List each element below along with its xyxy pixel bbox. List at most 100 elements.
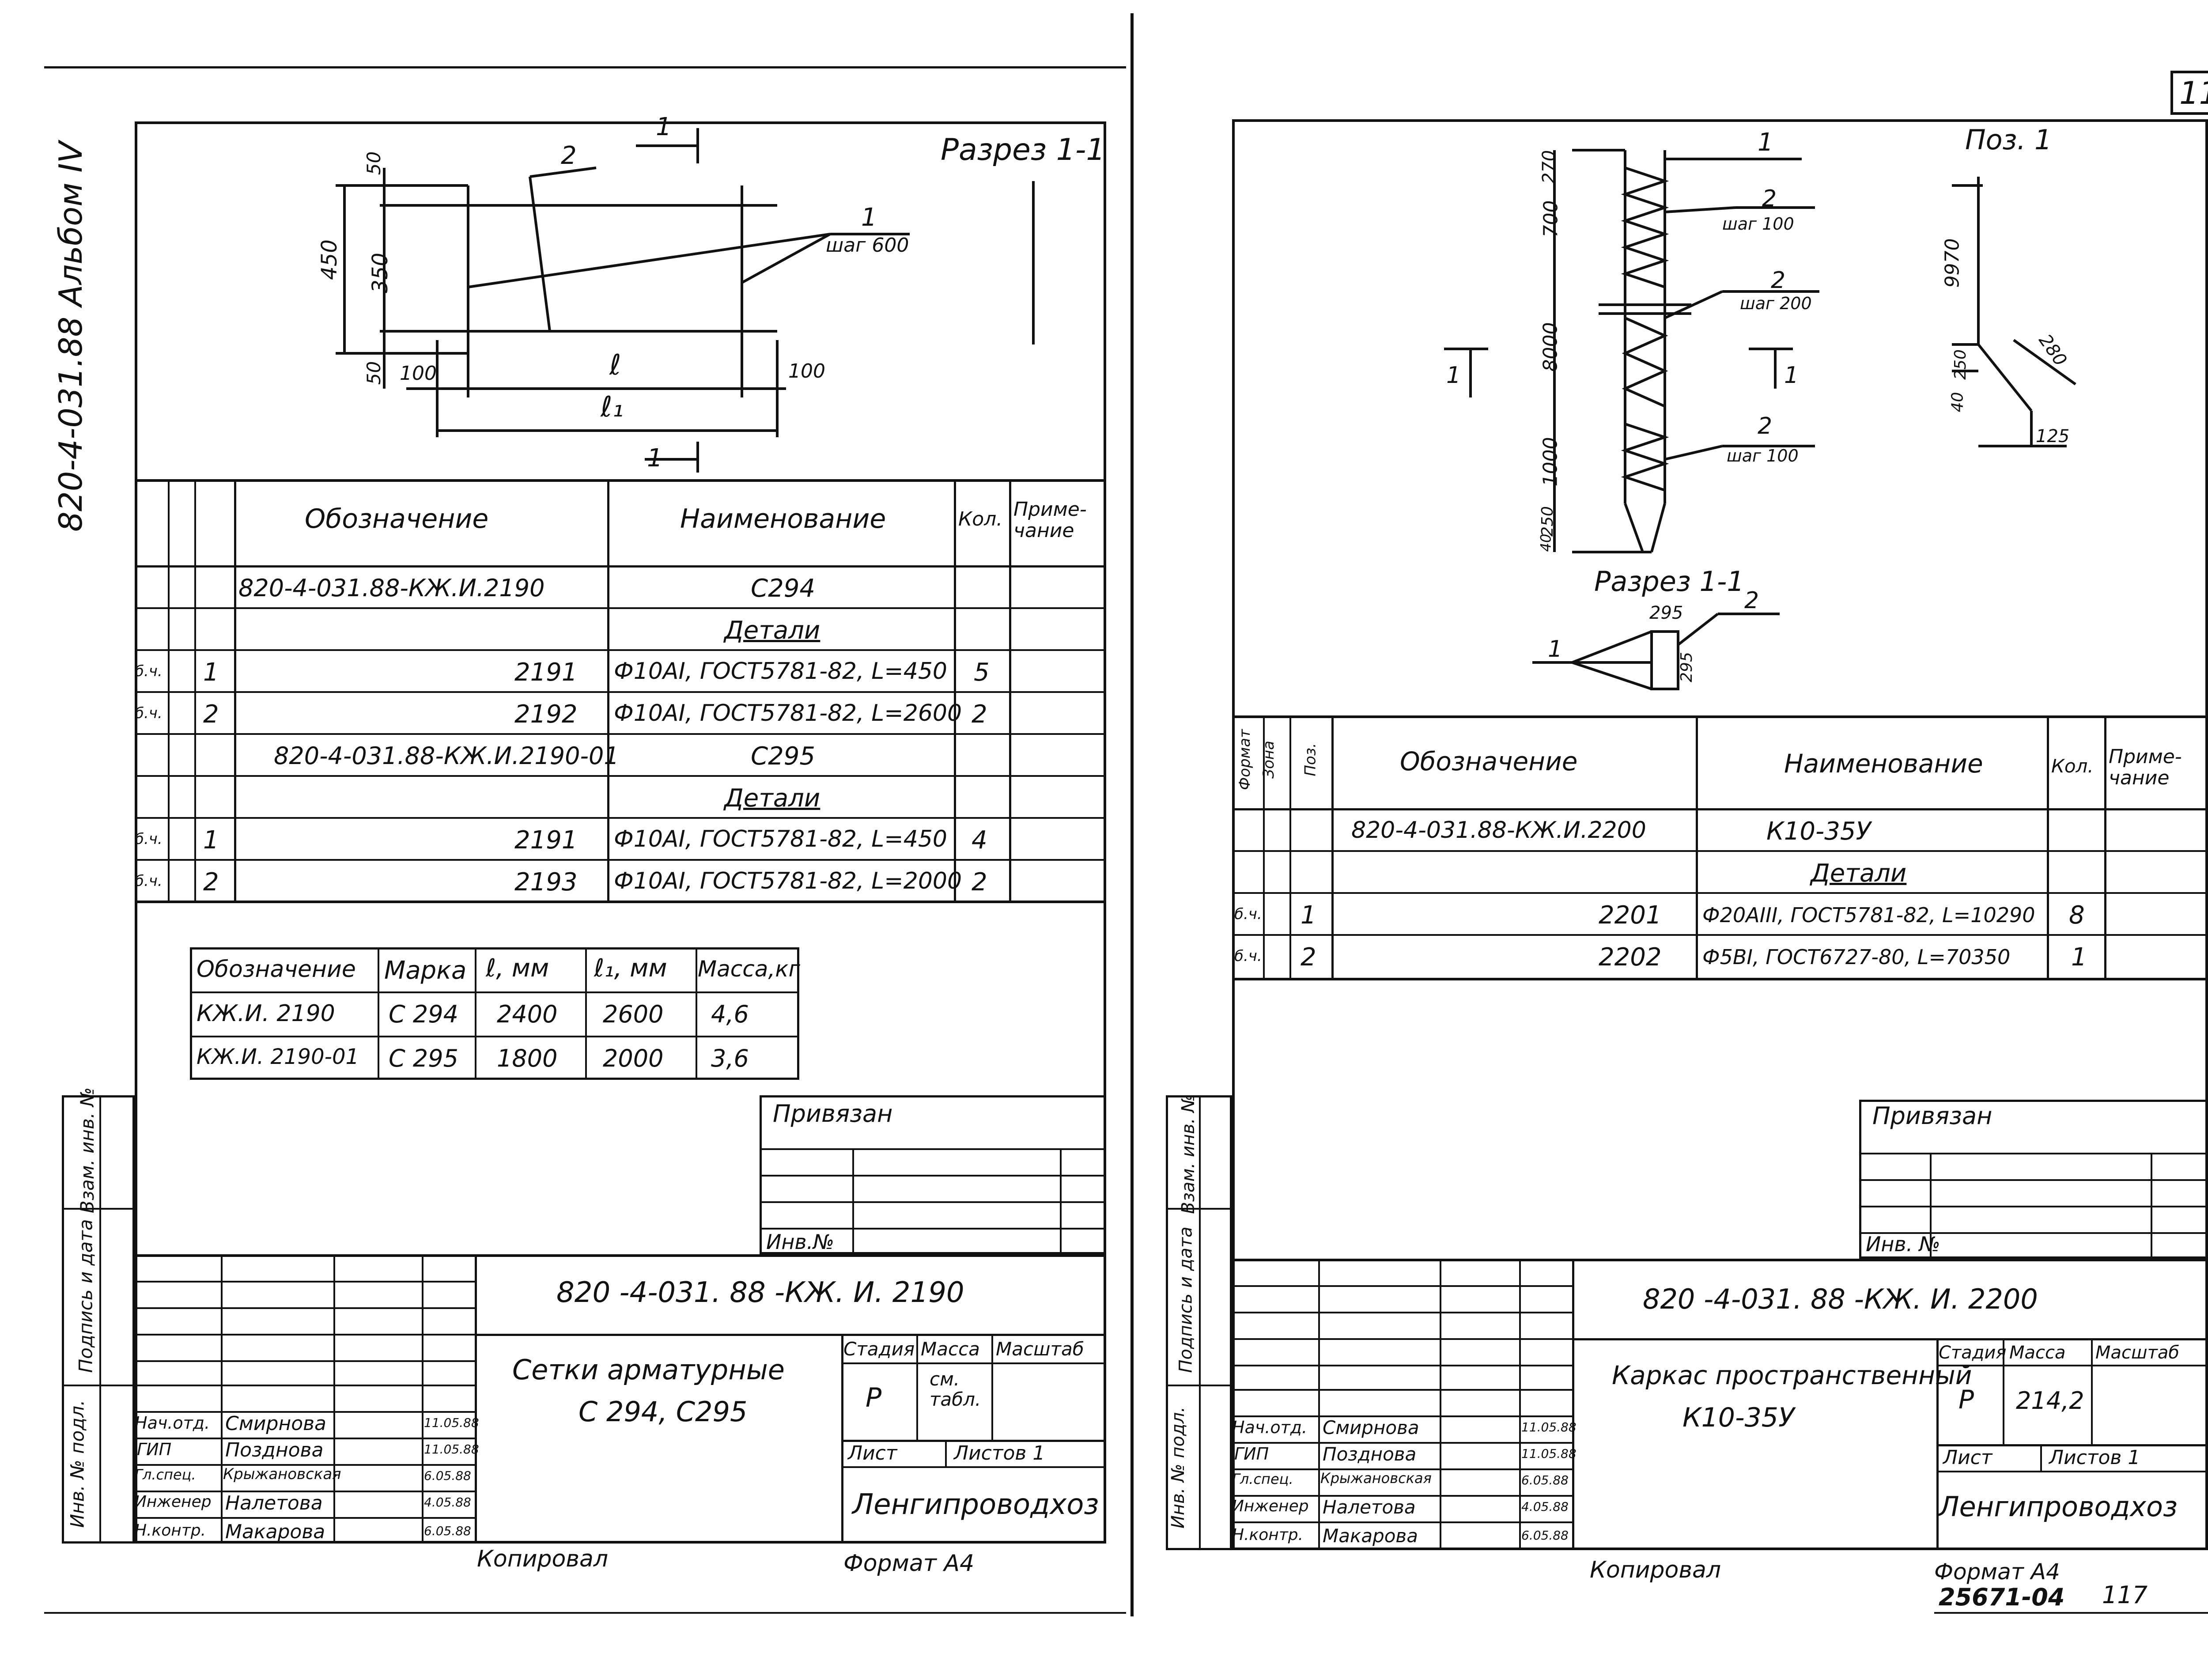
table-row-pos: 1 [1301,901,1316,930]
step-label-a: шаг 100 [1722,214,1794,234]
stage-value: Р [866,1382,882,1413]
pos-label-2b: 2 [1771,267,1786,294]
table-row-name: Ф10АI, ГОСТ5781-82, L=2000 [614,868,962,894]
mark-col-header: Масса,кг [698,956,800,982]
table-cell: С 294 [389,1000,458,1028]
pos-title: Поз. 1 [1965,124,2052,156]
inv-no-label-right: Инв. № [1866,1232,1940,1256]
table-row-designation: 2191 [514,658,578,687]
signer-role: Н.контр. [135,1521,206,1540]
org-name: Ленгипроводхоз [852,1488,1099,1521]
signer-name: Налетова [225,1492,323,1514]
table-row-designation: 2202 [1599,943,1662,972]
table-row-qty: 4 [972,826,987,855]
side-stamp-podpis: Подпись и дата [75,1219,97,1373]
inv-no-label: Инв.№ [766,1230,835,1254]
signer-name: Крыжановская [223,1465,341,1483]
stage-value-right: Р [1958,1385,1974,1415]
signer-date: 11.05.88 [424,1442,479,1457]
dim-100-left: 100 [400,362,437,385]
doc-code-right: 820 -4-031. 88 -КЖ. И. 2200 [1643,1283,2038,1315]
dim-1000: 1000 [1539,437,1562,487]
signer-name: Смирнова [225,1412,327,1435]
table-row-qty: 2 [972,700,987,729]
table-row-qty: 2 [972,868,987,897]
table-cell: С 295 [389,1044,458,1072]
side-stamp-vzam: Взам. инв. № [76,1087,98,1214]
table-row-name: К10-35У [1766,817,1871,846]
dim-295-top: 295 [1649,603,1683,623]
step-label-b: шаг 200 [1740,294,1812,313]
left-side-stamp [62,1095,135,1544]
cut-mark-left: 1 [1446,362,1461,389]
center-fold-line [1130,13,1134,1616]
pos-label-1: 1 [1758,128,1773,157]
signer-date: 6.05.88 [1521,1473,1569,1487]
table-row-name: С295 [751,742,815,771]
col-header-name: Наименование [680,503,886,534]
col-header-qty: Кол. [958,508,1003,530]
section-title-right: Разрез 1-1 [1594,565,1744,598]
dim-450: 450 [317,239,342,280]
table-row-designation: 820-4-031.88-КЖ.И.2190-01 [274,742,619,770]
sheet-label-right: Лист [1943,1446,1992,1469]
signer-role: Инженер [1232,1497,1309,1515]
table-row-qty: 8 [2069,901,2085,930]
side-stamp-podpis-right: Подпись и дата [1176,1226,1196,1373]
dim-8000: 8000 [1539,322,1562,372]
table-row-name: С294 [751,574,815,603]
sheet-label: Лист [848,1442,897,1464]
signer-role: Н.контр. [1232,1526,1304,1544]
table-row-zone: б.ч. [1234,905,1262,923]
table-row-name: Ф10АI, ГОСТ5781-82, L=450 [614,658,947,685]
sheets-label: Листов 1 [954,1442,1045,1464]
table-cell: 2600 [603,1000,664,1028]
signer-name: Макарова [225,1521,325,1543]
pos-label-1: 1 [861,203,877,232]
doc-code: 820 -4-031. 88 -КЖ. И. 2190 [556,1276,964,1309]
dim-40: 40 [1537,534,1554,552]
table-row-qty: 5 [974,658,990,687]
sheets-label-right: Листов 1 [2049,1446,2140,1469]
signer-date: 6.05.88 [424,1524,471,1538]
table-row-designation: 2193 [514,868,578,897]
signer-name: Налетова [1323,1496,1416,1518]
mark-col-header: ℓ₁, мм [594,954,667,983]
table-row-zone: б.ч. [135,662,163,680]
copied-label: Копировал [477,1546,609,1572]
dim-50-bottom: 50 [363,361,385,385]
album-side-label: 820-4-031.88 Альбом IV [52,141,89,532]
dim-100-right: 100 [788,360,825,382]
pos-label-2: 2 [561,141,577,170]
title-line-1: Сетки арматурные [512,1354,785,1386]
stage-header: Стадия [843,1338,915,1360]
org-name-right: Ленгипроводхоз [1939,1491,2178,1523]
step-label: шаг 600 [826,234,909,257]
table-row-name: Детали [1811,859,1907,888]
table-cell: 4,6 [711,1000,749,1028]
table-row-pos: 1 [203,826,219,855]
section-title: Разрез 1-1 [941,132,1105,167]
signer-date: 6.05.88 [1521,1528,1569,1543]
table-row-name: Ф5ВI, ГОСТ6727-80, L=70350 [1702,945,2011,969]
signer-role: ГИП [137,1440,172,1459]
signer-name: Позднова [1323,1443,1417,1465]
pos1-dim-40: 40 [1948,392,1967,412]
table-cell: КЖ.И. 2190 [197,1000,335,1027]
pos-label-2c: 2 [1758,413,1773,439]
table-row-name: Детали [724,616,820,645]
col-header-note: Приме- чание [2109,745,2182,790]
pos1-dim-250: 250 [1951,349,1970,380]
cut-mark-right: 1 [1784,362,1799,389]
col-header-pos: Поз. [1301,743,1320,776]
mark-col-header: Марка [384,956,467,985]
dim-350: 350 [367,253,393,293]
dim-295-side: 295 [1677,652,1696,682]
signer-date: 11.05.88 [1521,1446,1577,1461]
signer-name: Макарова [1323,1525,1418,1547]
mark-col-header: ℓ, мм [486,954,549,983]
table-row-designation: 820-4-031.88-КЖ.И.2200 [1351,817,1646,844]
table-cell: 2400 [497,1000,558,1028]
table-row-pos: 2 [203,700,219,729]
table-row-name: Ф10АI, ГОСТ5781-82, L=450 [614,826,947,852]
